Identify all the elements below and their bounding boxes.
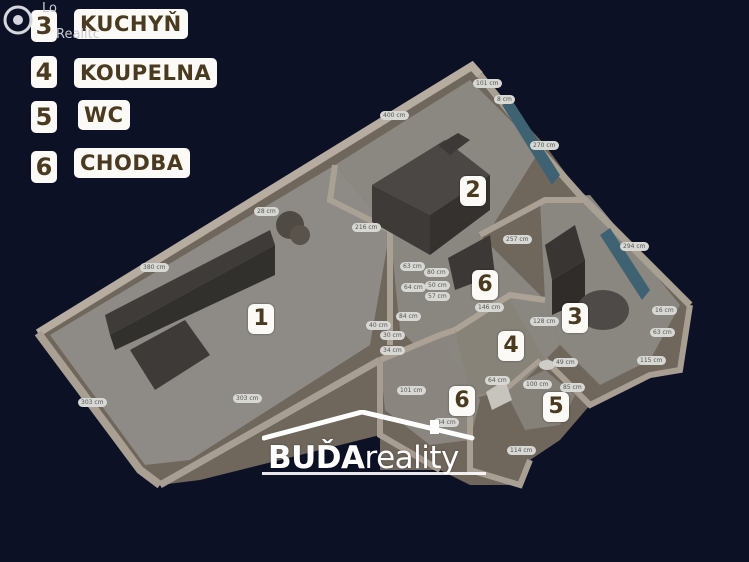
dimension-label: 303 cm [78,398,107,407]
legend-label-kitchen: KUCHYŇ [74,9,188,39]
dimension-label: 40 cm [366,321,391,330]
dimension-label: 115 cm [637,356,666,365]
dimension-label: 80 cm [424,268,449,277]
legend-number-3: 3 [31,10,57,42]
dimension-label: 380 cm [140,263,169,272]
dimension-label: 101 cm [397,386,426,395]
corner-logo-subtext: Realitc [56,27,100,42]
dimension-label: 8 cm [494,95,515,104]
dimension-label: 146 cm [475,303,504,312]
legend-number-4: 4 [31,56,57,88]
dimension-label: 30 cm [380,331,405,340]
dimension-label: 84 cm [396,312,421,321]
dimension-label: 114 cm [507,446,536,455]
dimension-label: 34 cm [380,346,405,355]
dimension-label: 63 cm [400,262,425,271]
dimension-label: 28 cm [254,207,279,216]
legend-label-hallway: CHODBA [74,148,190,178]
watermark-brand-regular: reality [364,440,460,476]
room-badge-2: 2 [460,176,486,206]
watermark-brand: BUĎAreality [268,440,459,476]
legend-number-5: 5 [31,101,57,133]
corner-logo-text: Lo [42,1,57,16]
legend-number-6: 6 [31,151,57,183]
watermark-brand-bold: BUĎA [268,440,365,476]
room-badge-3: 3 [562,303,588,333]
dimension-label: 64 cm [401,283,426,292]
dimension-label: 101 cm [473,79,502,88]
dimension-label: 216 cm [352,223,381,232]
dimension-label: 400 cm [380,111,409,120]
dimension-label: 16 cm [652,306,677,315]
dimension-label: 270 cm [530,141,559,150]
dimension-label: 64 cm [485,376,510,385]
dimension-label: 294 cm [620,242,649,251]
dimension-label: 49 cm [553,358,578,367]
legend-label-wc: WC [78,100,130,130]
dimension-label: 63 cm [650,328,675,337]
dimension-label: 257 cm [503,235,532,244]
legend-label-bathroom: KOUPELNA [74,58,218,88]
dimension-label: 128 cm [530,317,559,326]
room-badge-6-lower: 6 [449,386,475,416]
dimension-label: 100 cm [523,380,552,389]
room-badge-1: 1 [248,304,274,334]
dimension-label: 303 cm [233,394,262,403]
dimension-label: 84 cm [434,418,459,427]
location-pin-icon [3,5,33,35]
dimension-label: 57 cm [425,292,450,301]
room-badge-4: 4 [498,331,524,361]
dimension-label: 85 cm [560,383,585,392]
dimension-label: 50 cm [425,281,450,290]
room-badge-5: 5 [543,392,569,422]
room-badge-6-upper: 6 [472,270,498,300]
buda-reality-logo-roof [262,410,486,475]
